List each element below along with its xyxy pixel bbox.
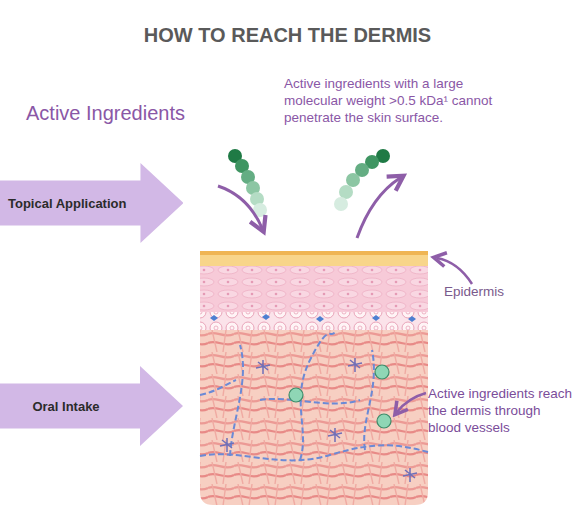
arrow-label: Oral Intake [32,399,99,414]
arrow-box: Oral Intake [0,366,183,446]
skin-block [200,251,428,505]
leader-arrow [397,393,426,412]
layer-label: Epidermis [444,284,554,301]
down-arrow [218,186,262,228]
arrow-label: Topical Application [8,196,126,211]
heading-label: Active Ingredients [26,101,256,126]
arrow-fill [0,366,183,446]
note-label: Active ingredients reach the dermis thro… [428,386,573,437]
arrow-box: Topical Application [0,163,183,243]
note-label: Active ingredients with a large molecula… [284,76,512,127]
bounce-arrow [357,178,400,238]
molecule-chain [334,149,390,211]
title: HOW TO REACH THE DERMIS [0,24,575,47]
arrow-fill [0,163,183,243]
leader-arrow [437,258,472,284]
